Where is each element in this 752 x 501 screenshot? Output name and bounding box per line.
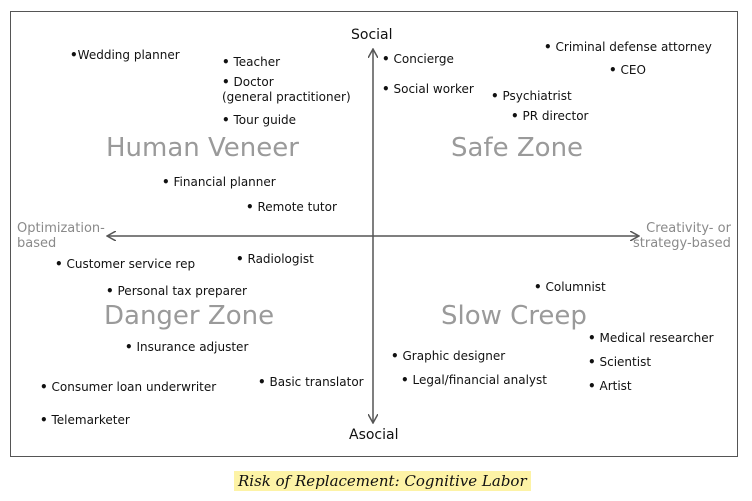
job-scientist: • Scientist [588, 355, 652, 369]
job-criminal-defense-attorney: • Criminal defense attorney [544, 40, 712, 54]
job-psychiatrist: • Psychiatrist [491, 89, 572, 103]
axis-label-creativity: Creativity- or strategy-based [633, 221, 731, 251]
job-teacher: • Teacher [222, 55, 281, 69]
job-basic-translator: • Basic translator [258, 375, 364, 389]
job-wedding-planner: •Wedding planner [70, 48, 180, 62]
job-social-worker: • Social worker [382, 82, 474, 96]
job-artist: • Artist [588, 379, 632, 393]
axis-label-asocial: Asocial [349, 427, 399, 443]
job-tour-guide: • Tour guide [222, 113, 297, 127]
job-legal-financial-analyst: • Legal/financial analyst [401, 373, 547, 387]
job-consumer-loan-underwriter: • Consumer loan underwriter [40, 380, 217, 394]
zone-safe-zone: Safe Zone [451, 133, 584, 163]
job-radiologist: • Radiologist [236, 252, 314, 266]
job-columnist: • Columnist [534, 280, 606, 294]
axis-label-social: Social [351, 27, 393, 43]
job-telemarketer: • Telemarketer [40, 413, 130, 427]
axis-label-optimization: Optimization- based [17, 221, 105, 251]
job-pr-director: • PR director [511, 109, 589, 123]
job-remote-tutor: • Remote tutor [246, 200, 337, 214]
zone-human-veneer: Human Veneer [106, 133, 299, 163]
job-ceo: • CEO [609, 63, 646, 77]
zone-danger-zone: Danger Zone [104, 301, 275, 331]
job-medical-researcher: • Medical researcher [588, 331, 714, 345]
job-doctor: • Doctor (general practitioner) [222, 75, 351, 104]
job-insurance-adjuster: • Insurance adjuster [125, 340, 249, 354]
job-graphic-designer: • Graphic designer [391, 349, 506, 363]
job-personal-tax-preparer: • Personal tax preparer [106, 284, 247, 298]
job-financial-planner: • Financial planner [162, 175, 276, 189]
zone-slow-creep: Slow Creep [441, 301, 587, 331]
job-customer-service-rep: • Customer service rep [55, 257, 196, 271]
job-concierge: • Concierge [382, 52, 454, 66]
figure-caption: Risk of Replacement: Cognitive Labor [234, 471, 531, 491]
diagram-frame [10, 11, 738, 457]
